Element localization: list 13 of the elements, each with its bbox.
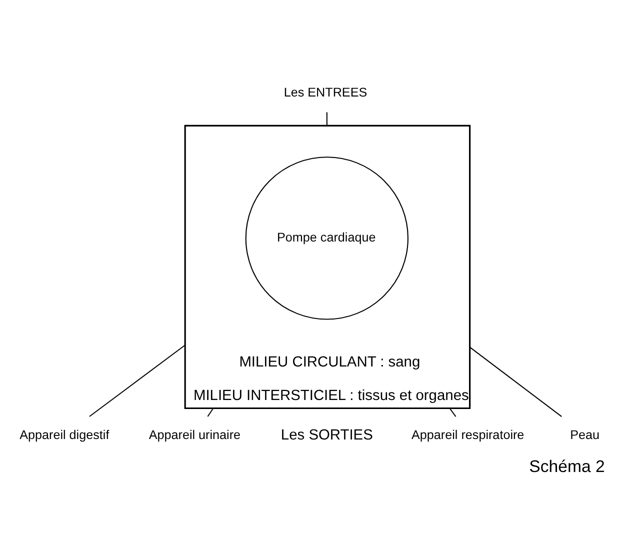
node-text: Appareil respiratoire (411, 427, 524, 442)
label: Les SORTIES (280, 426, 373, 443)
connector (207, 407, 214, 416)
connector (449, 407, 456, 416)
node-text: Appareil urinaire (148, 427, 241, 442)
caption: Schéma 2 (529, 456, 605, 476)
connector (326, 112, 328, 126)
node-text: Appareil digestif (20, 427, 110, 442)
node-text: Peau (570, 427, 600, 442)
connector (470, 346, 562, 416)
node-circle: Pompe cardiaque (245, 156, 408, 320)
node-text: Les ENTREES (284, 84, 368, 99)
connector (89, 344, 186, 416)
